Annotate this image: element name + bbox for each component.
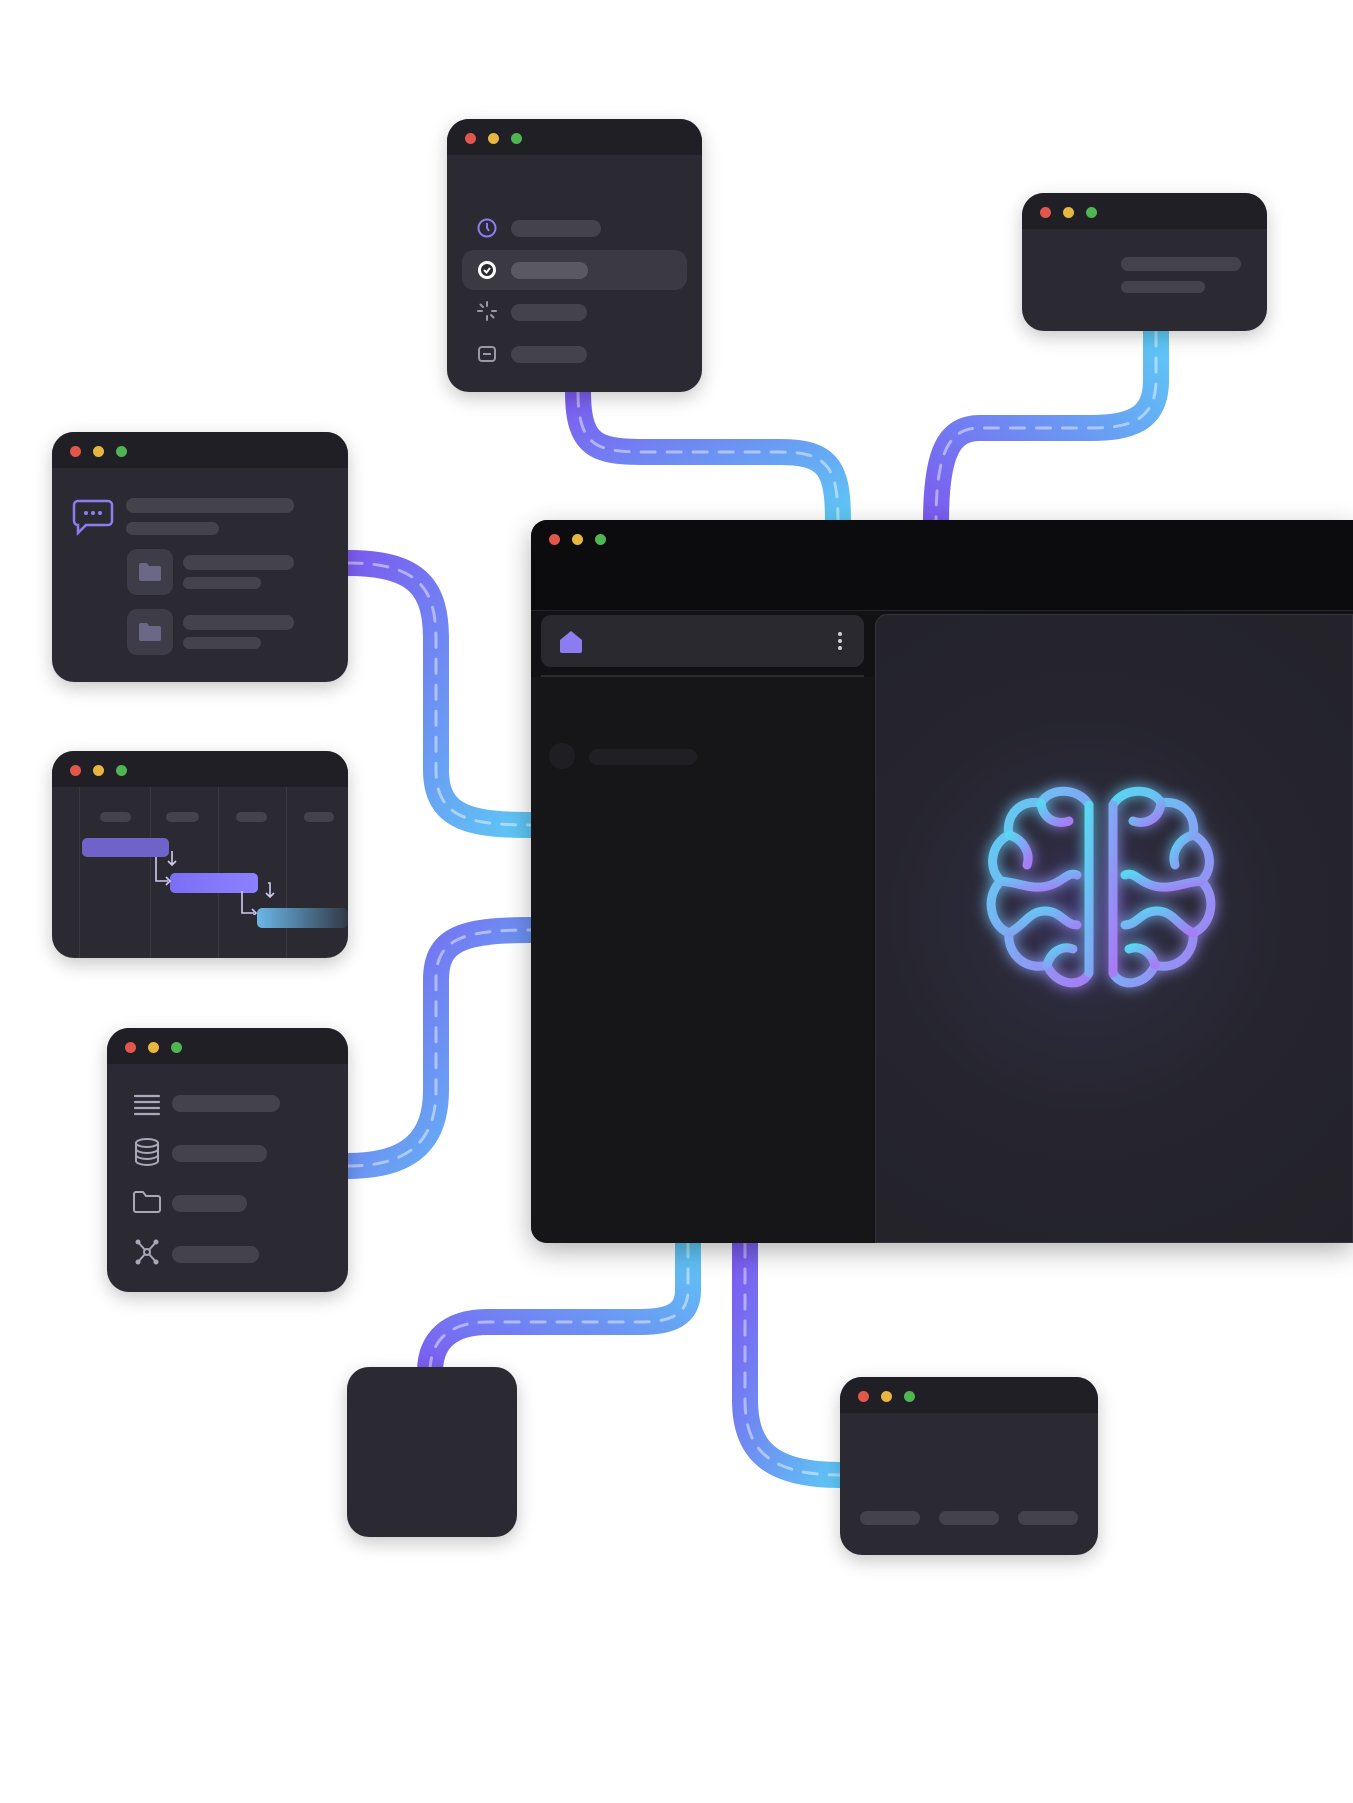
resources-window — [107, 1028, 348, 1292]
minimize-dot[interactable] — [572, 534, 583, 545]
column-header — [100, 812, 131, 822]
maximize-dot[interactable] — [595, 534, 606, 545]
minimize-dot[interactable] — [148, 1042, 159, 1053]
message-line-1 — [126, 498, 294, 513]
database-icon — [135, 1138, 159, 1166]
timeline-bar-2[interactable] — [170, 873, 258, 893]
maximize-dot[interactable] — [116, 446, 127, 457]
action-button-2[interactable] — [939, 1511, 999, 1525]
action-button-1[interactable] — [860, 1511, 920, 1525]
task-row-4[interactable] — [511, 346, 587, 363]
resource-row-4[interactable] — [172, 1246, 259, 1263]
minimize-dot[interactable] — [881, 1391, 892, 1402]
task-row-3[interactable] — [511, 304, 587, 321]
sidebar-header[interactable] — [541, 615, 864, 667]
minimize-dot[interactable] — [1063, 207, 1074, 218]
maximize-dot[interactable] — [904, 1391, 915, 1402]
chat-window — [52, 432, 348, 682]
close-dot[interactable] — [1040, 207, 1051, 218]
column-header — [304, 812, 334, 822]
message-line-2 — [126, 522, 219, 535]
main-title-bar — [531, 520, 1353, 611]
text-line-2 — [1121, 281, 1205, 293]
grid-line — [218, 787, 219, 958]
title-bar — [107, 1028, 348, 1064]
minimize-dot[interactable] — [93, 765, 104, 776]
maximize-dot[interactable] — [171, 1042, 182, 1053]
title-bar — [52, 751, 348, 787]
list-icon — [133, 1094, 161, 1116]
column-header — [236, 812, 267, 822]
minimize-dot[interactable] — [93, 446, 104, 457]
close-dot[interactable] — [465, 133, 476, 144]
folder-icon — [139, 623, 161, 641]
file-meta-2 — [183, 637, 261, 649]
loading-icon — [477, 301, 497, 321]
sidebar — [531, 677, 873, 1243]
file-meta-1 — [183, 577, 261, 589]
main-window — [531, 520, 1353, 1243]
chat-bubble-icon — [72, 499, 114, 537]
close-dot[interactable] — [858, 1391, 869, 1402]
connector-chat — [335, 550, 544, 838]
folder-icon — [139, 563, 161, 581]
more-vertical-icon[interactable] — [836, 630, 844, 652]
connector-resources — [335, 917, 544, 1179]
sidebar-item-avatar — [549, 743, 575, 769]
folder-icon — [133, 1191, 161, 1213]
connector-top — [565, 379, 851, 535]
text-line-1 — [1121, 257, 1241, 271]
maximize-dot[interactable] — [1086, 207, 1097, 218]
content-panel — [875, 614, 1353, 1243]
close-dot[interactable] — [70, 446, 81, 457]
blank-tile — [347, 1367, 517, 1537]
resource-row-1[interactable] — [172, 1095, 280, 1112]
file-name-2 — [183, 615, 294, 630]
title-bar — [52, 432, 348, 468]
maximize-dot[interactable] — [511, 133, 522, 144]
home-icon — [560, 631, 582, 653]
file-name-1 — [183, 555, 294, 570]
task-row-1[interactable] — [511, 220, 601, 237]
task-window — [447, 119, 702, 392]
grid-line — [286, 787, 287, 958]
notification-window — [1022, 193, 1267, 331]
timeline-window — [52, 751, 348, 958]
label-icon — [478, 346, 496, 362]
sidebar-divider — [541, 675, 864, 677]
title-bar — [1022, 193, 1267, 229]
close-dot[interactable] — [549, 534, 560, 545]
sidebar-item[interactable] — [589, 749, 697, 765]
grid-line — [150, 787, 151, 958]
grid-line — [79, 787, 80, 958]
connector-bottom-right — [732, 1230, 853, 1488]
column-header — [166, 812, 199, 822]
clock-icon — [477, 218, 497, 238]
resource-row-3[interactable] — [172, 1195, 247, 1212]
maximize-dot[interactable] — [116, 765, 127, 776]
minimize-dot[interactable] — [488, 133, 499, 144]
action-window — [840, 1377, 1098, 1555]
close-dot[interactable] — [125, 1042, 136, 1053]
action-button-3[interactable] — [1018, 1511, 1078, 1525]
connector-bottom-left — [417, 1230, 701, 1385]
timeline-bar-1[interactable] — [82, 838, 169, 857]
resource-row-2[interactable] — [172, 1145, 267, 1162]
network-icon — [135, 1239, 159, 1265]
check-circle-icon — [478, 261, 496, 279]
dependency-arrow — [155, 851, 275, 915]
title-bar — [840, 1377, 1098, 1413]
close-dot[interactable] — [70, 765, 81, 776]
timeline-bar-3[interactable] — [257, 908, 348, 928]
title-bar — [447, 119, 702, 155]
task-row-2[interactable] — [511, 262, 588, 279]
brain-icon — [986, 786, 1216, 988]
connector-top-right — [923, 319, 1169, 535]
